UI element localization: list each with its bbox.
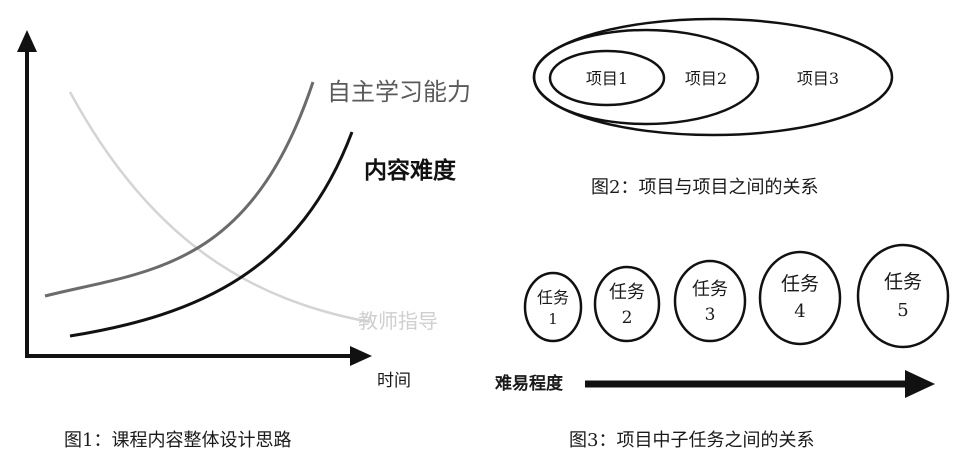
content-difficulty-label: 内容难度 <box>364 157 457 184</box>
task-1-label-line1: 任务 <box>537 288 569 307</box>
task-5-label-line1: 任务 <box>884 271 922 293</box>
fig3-diagram: 任务 1 任务 2 任务 3 任务 4 任务 5 难易程度 图3：项目中子任务之… <box>494 243 950 451</box>
fig1-x-axis-label: 时间 <box>377 371 411 391</box>
project3-label: 项目3 <box>797 69 839 88</box>
task-2-circle <box>593 265 661 343</box>
fig2-caption: 图2：项目与项目之间的关系 <box>591 177 818 198</box>
fig1-y-axis-arrowhead <box>17 30 37 52</box>
task-4-label-line1: 任务 <box>781 273 819 295</box>
task-2-node: 任务 2 <box>593 265 661 343</box>
task-3-label-line2: 3 <box>705 305 716 325</box>
task-2-label-line2: 2 <box>622 308 633 328</box>
task-3-label-line1: 任务 <box>692 279 728 300</box>
project1-label: 项目1 <box>586 69 628 88</box>
self-learning-curve <box>44 81 315 298</box>
difficulty-arrow-head <box>905 370 935 398</box>
task-4-circle <box>758 250 842 346</box>
fig1-x-axis-arrowhead <box>350 346 372 366</box>
fig2-diagram: 项目1 项目2 项目3 图2：项目与项目之间的关系 <box>532 17 894 198</box>
fig1-diagram: 自主学习能力 内容难度 教师指导 时间 图1：课程内容整体设计思路 <box>17 30 471 451</box>
task-3-circle <box>673 259 747 343</box>
task-5-label-line2: 5 <box>897 300 908 321</box>
task-4-label-line2: 4 <box>794 301 805 322</box>
project2-ellipse <box>532 28 760 126</box>
project2-label: 项目2 <box>685 69 727 88</box>
fig1-caption: 图1：课程内容整体设计思路 <box>64 430 291 451</box>
content-difficulty-curve <box>69 131 354 338</box>
task-1-circle <box>523 271 583 343</box>
task-4-node: 任务 4 <box>758 250 842 346</box>
task-2-label-line1: 任务 <box>609 282 645 303</box>
teacher-guidance-label: 教师指导 <box>358 309 438 333</box>
difficulty-axis-label: 难易程度 <box>494 373 564 394</box>
task-5-node: 任务 5 <box>856 243 950 349</box>
task-1-label-line2: 1 <box>548 310 558 328</box>
fig3-caption: 图3：项目中子任务之间的关系 <box>569 430 814 451</box>
task-5-circle <box>856 243 950 349</box>
self-learning-label: 自主学习能力 <box>327 78 471 106</box>
task-1-node: 任务 1 <box>523 271 583 343</box>
project1-ellipse <box>548 49 666 107</box>
teacher-guidance-curve <box>68 91 371 324</box>
task-3-node: 任务 3 <box>673 259 747 343</box>
